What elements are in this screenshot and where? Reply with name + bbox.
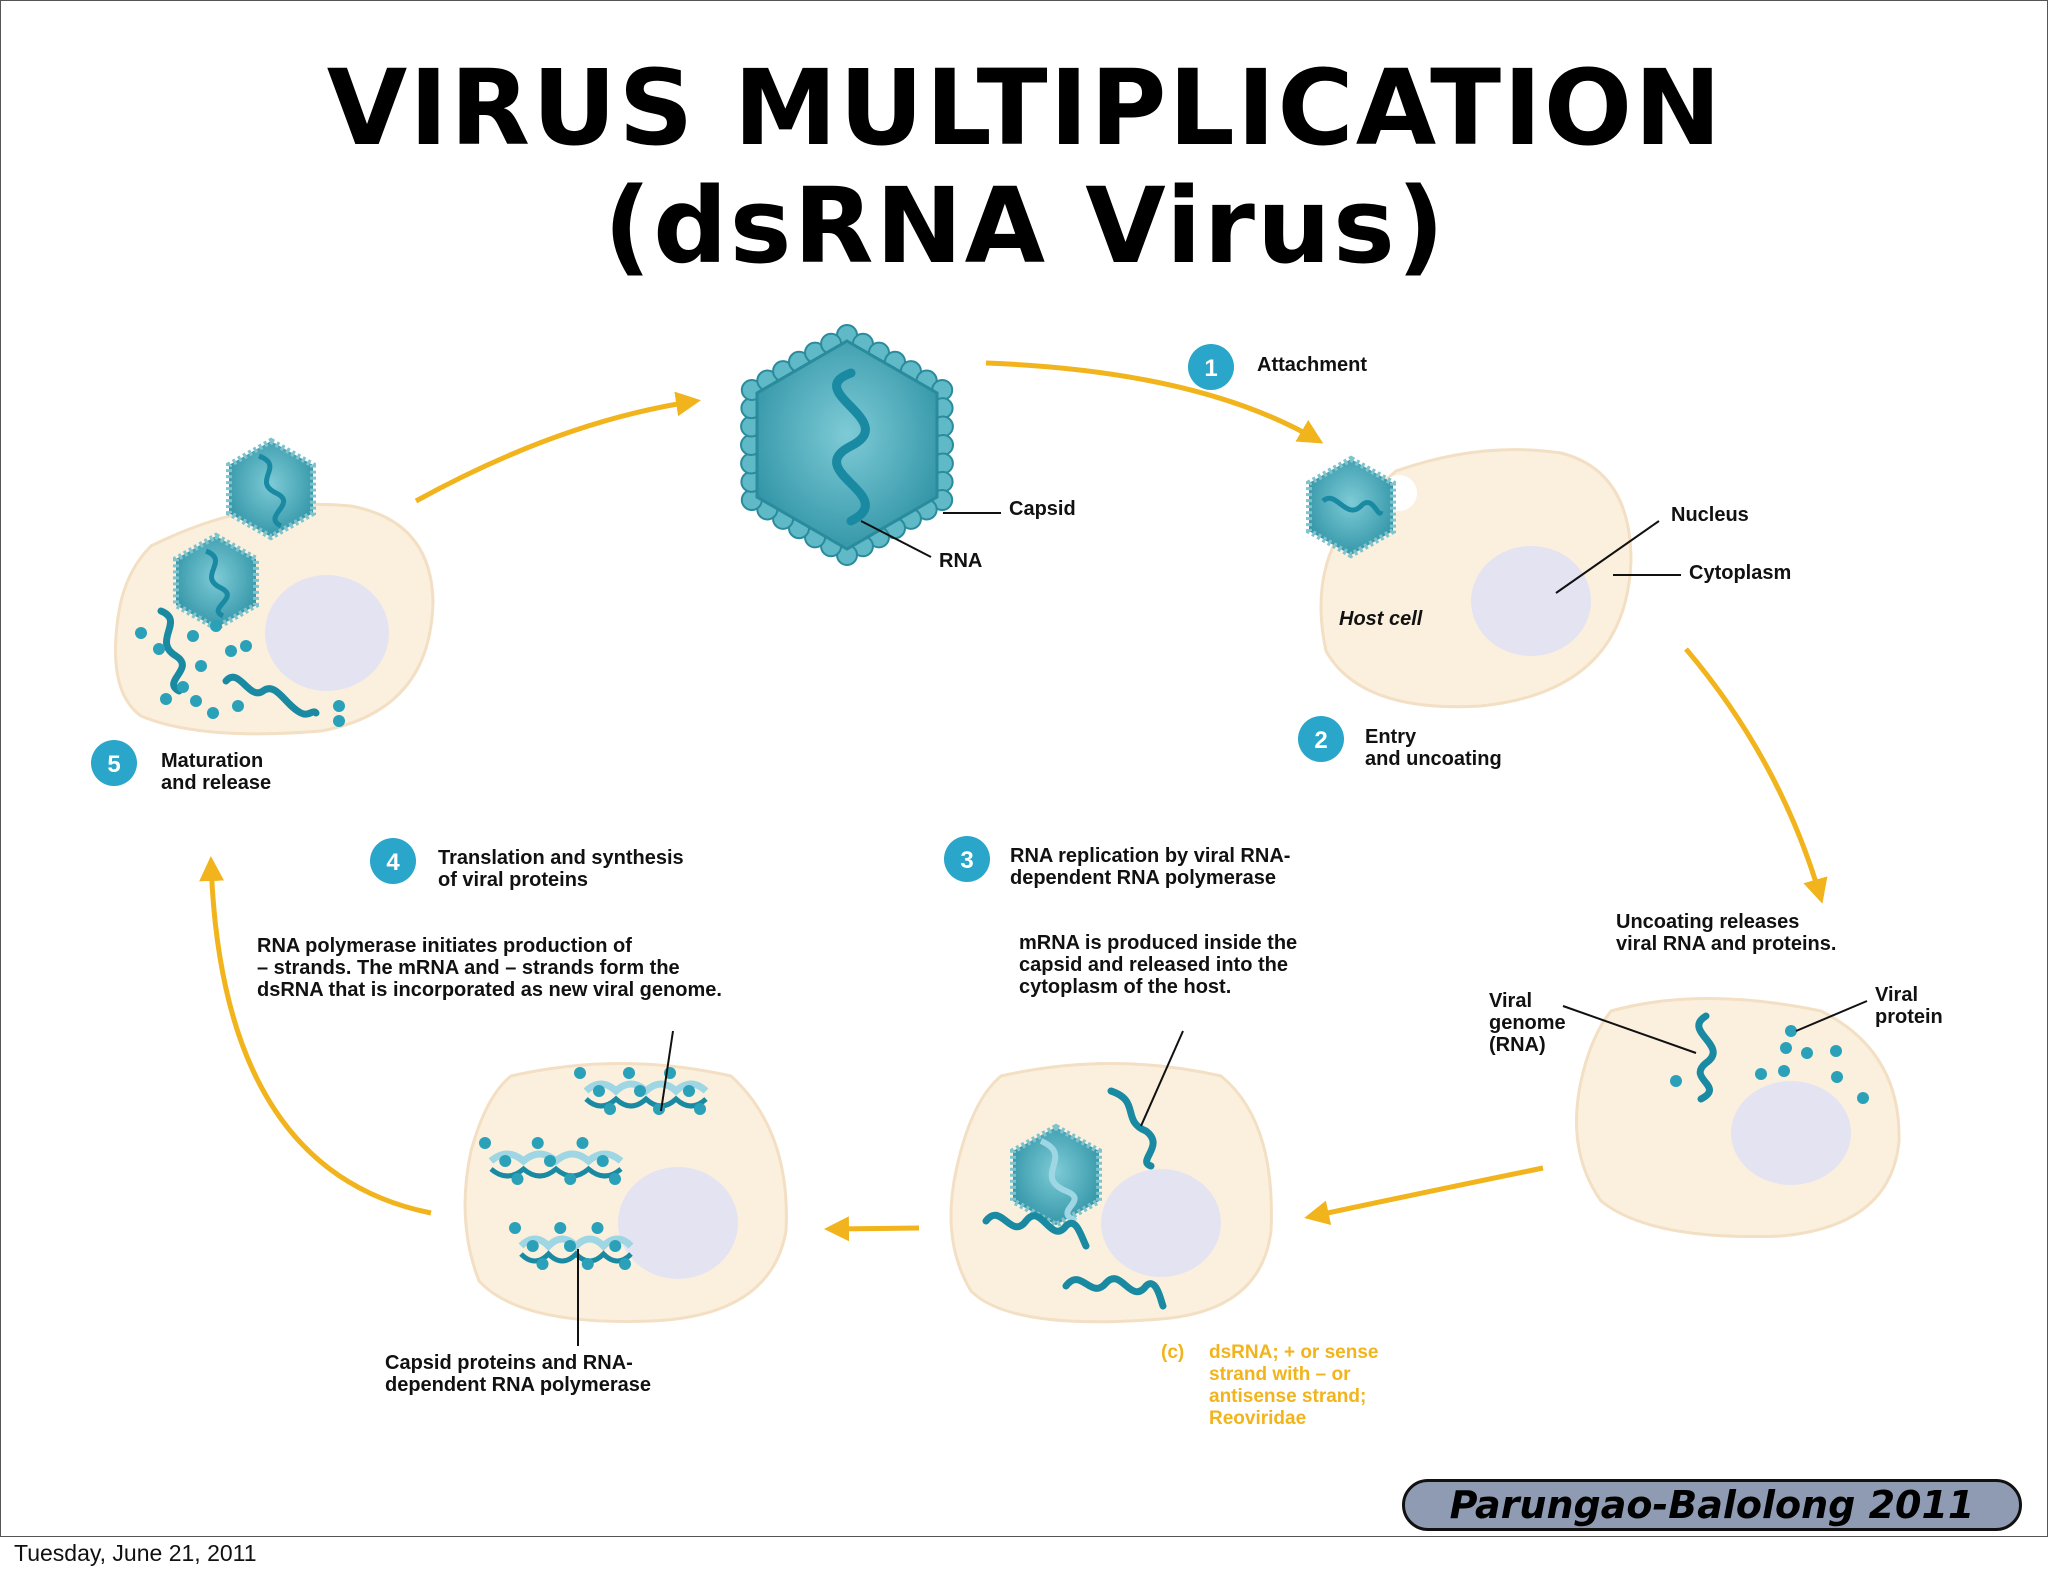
host-cell-attachment: Nucleus Cytoplasm Host cell	[1306, 448, 1791, 709]
caption-line-4: Reoviridae	[1209, 1408, 1306, 1429]
caption: (c) dsRNA; + or sense strand with – or a…	[1161, 1342, 1378, 1429]
host-cell-uncoating: Uncoating releases viral RNA and protein…	[1489, 911, 1943, 1239]
viral-genome-label-2: genome	[1489, 1012, 1566, 1034]
viral-genome-label-1: Viral	[1489, 990, 1532, 1012]
caption-line-1: dsRNA; + or sense	[1209, 1342, 1378, 1363]
step-label-2: of viral proteins	[438, 869, 588, 891]
svg-text:2: 2	[1314, 727, 1327, 754]
caption-line-2: strand with – or	[1209, 1364, 1351, 1385]
caption-tag: (c)	[1161, 1342, 1184, 1363]
mrna-note-2: capsid and released into the	[1019, 954, 1288, 976]
rna-label: RNA	[939, 550, 982, 572]
step-badge	[944, 836, 990, 882]
step-label: Entry	[1365, 726, 1417, 748]
polymerase-note-1: RNA polymerase initiates production of	[257, 935, 632, 957]
slide: VIRUS MULTIPLICATION (dsRNA Virus)	[0, 0, 2048, 1537]
arrow-to-uncoating	[1684, 647, 1828, 904]
page-title: VIRUS MULTIPLICATION (dsRNA Virus)	[1, 47, 2047, 287]
uncoating-note-2: viral RNA and proteins.	[1616, 933, 1836, 955]
mrna-note-3: cytoplasm of the host.	[1019, 976, 1231, 998]
step-4: 4 Translation and synthesis of viral pro…	[370, 838, 684, 891]
capsid-proteins-note-2: dependent RNA polymerase	[385, 1374, 651, 1396]
host-cell-maturation	[113, 437, 435, 736]
host-cell-translation: RNA polymerase initiates production of –…	[257, 935, 788, 1396]
dsrna-cluster-1	[479, 1067, 709, 1270]
capsid-proteins-note-1: Capsid proteins and RNA-	[385, 1352, 633, 1374]
svg-text:3: 3	[960, 847, 973, 874]
caption-line-3: antisense strand;	[1209, 1386, 1366, 1407]
author-credit-badge: Parungao-Balolong 2011	[1402, 1479, 2022, 1531]
step-label: Translation and synthesis	[438, 847, 684, 869]
title-line-2: (dsRNA Virus)	[603, 165, 1447, 287]
nucleus-label: Nucleus	[1671, 504, 1749, 526]
svg-text:1: 1	[1204, 355, 1217, 382]
polymerase-note-3: dsRNA that is incorporated as new viral …	[257, 979, 722, 1001]
capsid-label: Capsid	[1009, 498, 1076, 520]
footer-date: Tuesday, June 21, 2011	[14, 1540, 257, 1566]
arrow-to-replication	[1304, 1165, 1544, 1226]
arrow-to-maturation	[199, 856, 432, 1216]
uncoating-note-1: Uncoating releases	[1616, 911, 1799, 933]
svg-text:5: 5	[107, 751, 120, 778]
step-badge	[1298, 716, 1344, 762]
title-line-1: VIRUS MULTIPLICATION	[326, 47, 1724, 169]
step-label-2: and release	[161, 772, 271, 794]
step-label: Attachment	[1257, 354, 1367, 376]
cytoplasm-label: Cytoplasm	[1689, 562, 1791, 584]
arrow-to-virion	[414, 391, 701, 504]
step-label: Maturation	[161, 750, 263, 772]
viral-protein-label-2: protein	[1875, 1006, 1943, 1028]
cycle-arrows	[199, 360, 1828, 1242]
step-label-2: and uncoating	[1365, 748, 1502, 770]
viral-genome-strand	[1695, 1012, 1717, 1103]
step-5: 5 Maturation and release	[91, 740, 271, 794]
svg-text:4: 4	[386, 849, 400, 876]
step-3: 3 RNA replication by viral RNA- dependen…	[944, 836, 1290, 889]
step-label: RNA replication by viral RNA-	[1010, 845, 1290, 867]
virion-rna	[832, 368, 870, 526]
host-cell-replication: mRNA is produced inside the capsid and r…	[949, 932, 1297, 1324]
virion: Capsid RNA	[740, 324, 1076, 572]
step-badge	[1188, 344, 1234, 390]
step-badge	[91, 740, 137, 786]
polymerase-note-2: – strands. The mRNA and – strands form t…	[257, 957, 680, 979]
step-1: 1 Attachment	[1188, 344, 1367, 390]
viral-protein-label-1: Viral	[1875, 984, 1918, 1006]
arrow-to-translation	[824, 1216, 920, 1242]
host-cell-label: Host cell	[1339, 608, 1423, 630]
step-2: 2 Entry and uncoating	[1298, 716, 1502, 770]
mrna-note-1: mRNA is produced inside the	[1019, 932, 1297, 954]
protein-dots-maturation	[135, 620, 345, 727]
step-label-2: dependent RNA polymerase	[1010, 867, 1276, 889]
arrow-to-attachment	[985, 360, 1324, 444]
step-badge	[370, 838, 416, 884]
viral-genome-label-3: (RNA)	[1489, 1034, 1546, 1056]
virus-cycle-diagram: Capsid RNA Nucleus Cytoplasm Host cell 1…	[91, 324, 1943, 1429]
